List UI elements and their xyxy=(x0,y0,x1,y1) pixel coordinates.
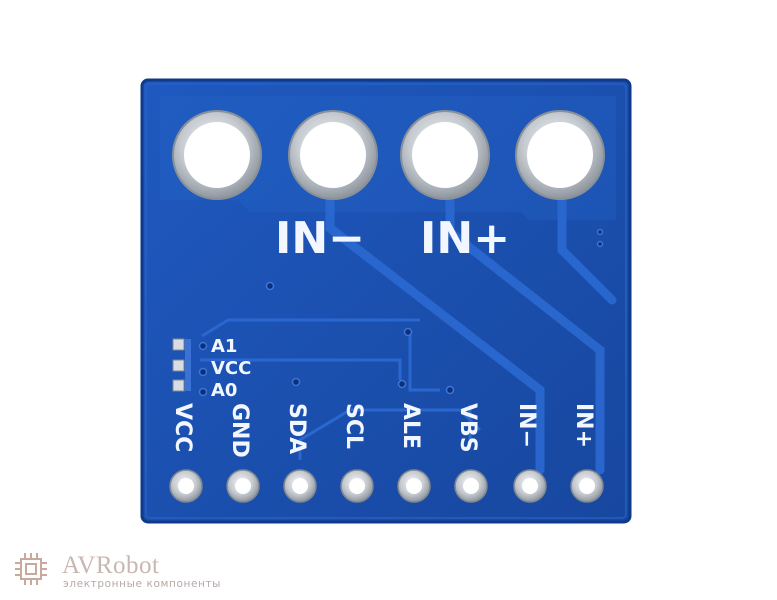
address-label-vcc: VCC xyxy=(211,358,251,379)
address-label-a1: A1 xyxy=(211,336,237,357)
pin-label-ale: ALE xyxy=(398,403,423,449)
header-pin-labels: VCC GND SDA SCL ALE VBS IN− IN+ xyxy=(170,403,596,458)
screw-terminal-pads xyxy=(172,110,605,200)
chip-icon xyxy=(15,553,47,585)
pin-label-scl: SCL xyxy=(341,403,366,449)
pcb-board xyxy=(140,78,632,524)
pin-label-in-minus: IN− xyxy=(514,403,539,448)
terminal-label-in-plus: IN+ xyxy=(420,213,510,264)
header-pads xyxy=(169,469,604,503)
pin-label-vbs: VBS xyxy=(455,403,480,453)
watermark-brand: AVRobot xyxy=(62,552,160,579)
pcb-traces xyxy=(325,175,617,475)
watermark-tagline: электронные компоненты xyxy=(63,578,222,590)
address-label-a0: A0 xyxy=(211,380,237,401)
pin-label-sda: SDA xyxy=(284,403,309,454)
pin-label-in-plus: IN+ xyxy=(571,403,596,448)
vias xyxy=(198,228,604,397)
pin-label-gnd: GND xyxy=(227,403,252,458)
pin-label-vcc: VCC xyxy=(170,403,195,452)
terminal-label-in-minus: IN− xyxy=(275,213,365,264)
address-jumpers xyxy=(172,338,191,392)
